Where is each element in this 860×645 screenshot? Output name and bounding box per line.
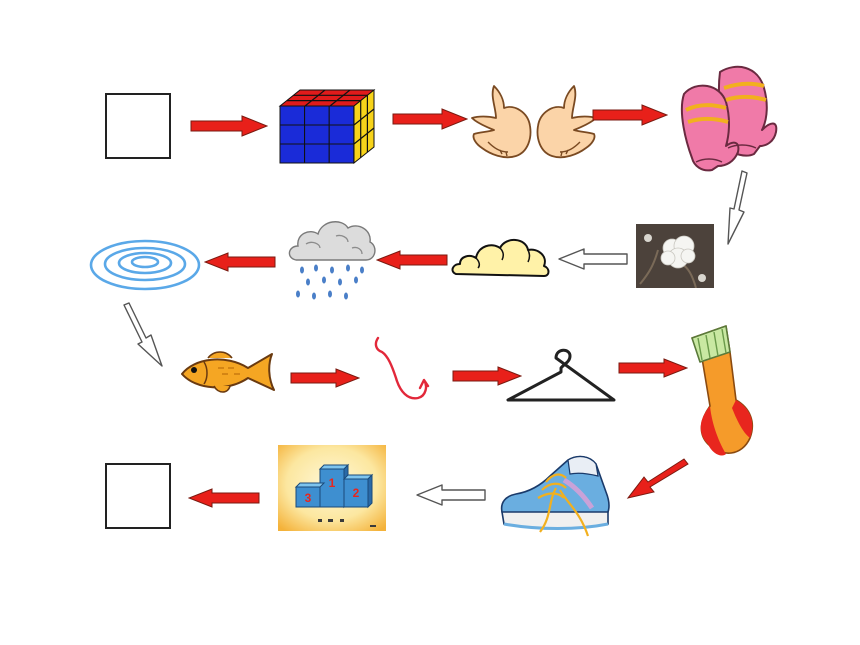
arrow-right-3: [592, 104, 668, 126]
sock-icon: [691, 325, 754, 456]
rubiks-cube-icon: [278, 88, 376, 165]
arrow-down-outline-2: [123, 302, 163, 367]
arrow-down-outline-1: [727, 170, 748, 245]
sneaker-icon: [500, 455, 610, 537]
arrow-left-outline-1: [558, 248, 628, 270]
arrow-down-left: [626, 458, 689, 499]
podium-icon: 1 3 2: [278, 445, 386, 531]
podium-label-first: 1: [329, 476, 336, 490]
cotton-boll-icon: [636, 224, 714, 288]
rain-cloud-icon: [288, 221, 376, 300]
podium-label-second: 2: [353, 486, 360, 500]
end-blank-box: [105, 463, 171, 529]
arrow-left-3: [376, 250, 448, 270]
arrow-right-1: [190, 115, 268, 137]
fish-hook-icon: [374, 336, 430, 400]
arrow-left-outline-2: [416, 484, 486, 506]
arrow-left-2: [204, 252, 276, 272]
start-blank-box: [105, 93, 171, 159]
arrow-right-5: [452, 366, 522, 386]
arrow-right-2: [392, 108, 468, 130]
mittens-icon: [680, 65, 778, 172]
arrow-right-4: [290, 368, 360, 388]
arrow-left-final: [188, 488, 260, 508]
open-hands-icon: [471, 85, 597, 159]
cloud-icon: [451, 239, 550, 277]
fish-icon: [181, 351, 275, 393]
clothes-hanger-icon: [506, 348, 616, 402]
arrow-right-6: [618, 358, 688, 378]
podium-label-third: 3: [305, 491, 312, 505]
water-ripples-icon: [89, 239, 201, 291]
